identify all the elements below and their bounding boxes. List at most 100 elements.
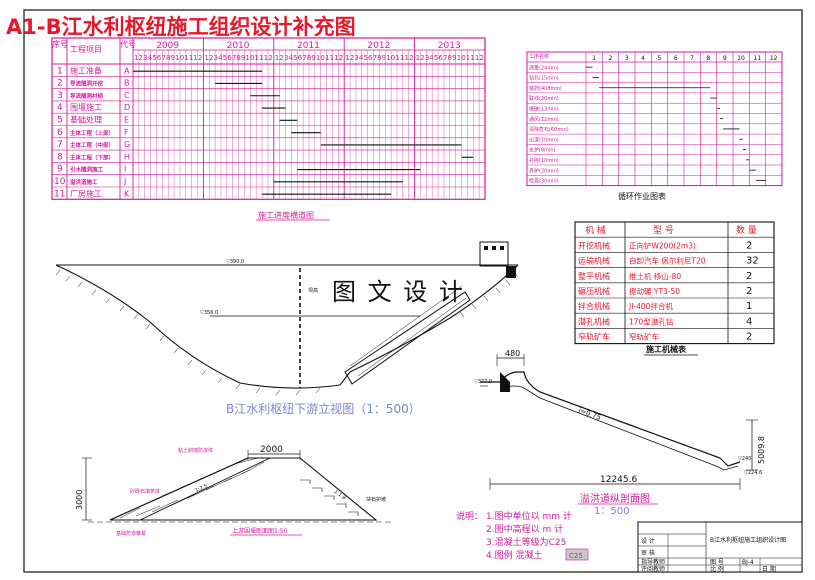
- schedule-row-name: 施工准备: [70, 65, 102, 75]
- watermark-text: 图 文 设 计: [332, 278, 465, 306]
- machine-name-cell: 整平机械: [578, 271, 610, 281]
- drawing-frame: [23, 9, 803, 573]
- cycle-row-name: 养护(20min): [529, 167, 559, 174]
- schedule-year-label: 2012: [367, 41, 390, 51]
- schedule-row-name: 围堰施工: [70, 102, 102, 112]
- spill-weir: [500, 372, 510, 392]
- cycle-row-name: 联线(20min): [529, 95, 559, 102]
- cycle-row-name: 钻孔(15min): [529, 75, 559, 82]
- schedule-caption: 施工进度横道图: [258, 210, 314, 220]
- machine-name-cell: 碾压机械: [578, 286, 610, 296]
- machine-qty-cell: 1: [746, 301, 752, 312]
- schedule-row-name: 导流隧洞衬砌: [70, 92, 104, 100]
- schedule-row-no: 4: [57, 103, 63, 113]
- schedule-month-digits: 123456789101112: [275, 53, 343, 62]
- coffer-slope-left: 1:2.5: [194, 483, 208, 494]
- schedule-month-digits: 123456789101112: [416, 53, 484, 62]
- spill-dim-length: 12245.6: [600, 475, 637, 485]
- cycle-step-label: 1: [592, 55, 596, 62]
- cycle-row-name: 衬砌(10min): [529, 157, 559, 164]
- cycle-bars: [586, 66, 766, 181]
- tb-check: 审 核: [641, 549, 655, 557]
- schedule-row-name: 主体工程（中部）: [70, 141, 114, 149]
- cycle-step-label: 11: [754, 55, 762, 62]
- schedule-year-label: 2011: [297, 41, 320, 51]
- cycle-header-label: 工序名称: [529, 53, 549, 60]
- schedule-row-code: I: [124, 165, 126, 174]
- coffer-label-right: 块石护坡: [366, 496, 386, 503]
- main-title: A1-B江水利枢纽施工组织设计补充图: [6, 15, 356, 39]
- schedule-month-digits: 123456789101112: [204, 53, 272, 62]
- machine-qty-cell: 2: [746, 240, 752, 251]
- title-block: B江水利枢纽施工组织设计图 设 计 审 核 指导教师 评阅教师 图 号 BJ-4…: [637, 521, 803, 573]
- cycle-step-label: 7: [690, 55, 694, 62]
- schedule-col-name: 工程项目: [70, 45, 102, 54]
- machine-header-cell: 机 械: [585, 224, 606, 236]
- elev-level-top: ▽390.0: [226, 259, 244, 265]
- spill-dim-height: 5009.8: [757, 436, 766, 464]
- machine-model-cell: JI-400拌合机: [628, 301, 673, 311]
- schedule-bars: [133, 70, 474, 195]
- schedule-year-label: 2013: [438, 41, 461, 51]
- coffer-dim-top: 2000: [260, 445, 283, 455]
- schedule-col-num: 序号: [52, 39, 68, 49]
- coffer-rock-steps: [300, 479, 359, 516]
- elevation-view: ▽390.0 ▽356.0 坝高 图 文 设 计 B江水利枢纽下游立视图（1：5…: [55, 241, 519, 416]
- machine-name-cell: 运输机械: [578, 256, 610, 266]
- schedule-border: [51, 37, 486, 200]
- cofferdam-section: 2000 3000 1:2.5 1:1.8 粘土斜墙防渗体 砂砾石填筑体 基础防…: [75, 445, 392, 537]
- drawing-name: B江水利枢纽施工组织设计图: [710, 536, 786, 544]
- chute-elevation-inner: [349, 285, 467, 377]
- machine-model-cell: 170型潜孔钻: [629, 316, 674, 326]
- schedule-col-code: 代号: [120, 39, 136, 49]
- notes-block: 说明： 1.图中单位以 mm 计 2.图中高程以 m 计 3.混凝土等级为C25…: [456, 510, 589, 561]
- schedule-row-name: 主体工程（上部）: [70, 129, 114, 137]
- schedule-row-name: 基础处理: [70, 115, 102, 125]
- note-item-4: 4.图例 混凝土: [486, 549, 542, 561]
- tb-scale-label: 比 例: [710, 565, 724, 573]
- machine-table: 机 械型 号数 量 开挖机械正向铲W200(2m3)2运输机械自卸汽车 佩尔利尼…: [574, 221, 775, 356]
- machine-model-cell: 窄轨矿车: [629, 332, 659, 342]
- machine-model-cell: 振动碾 YT3-50: [629, 286, 680, 296]
- spillway-caption: 溢洪道纵剖面图: [580, 492, 650, 505]
- schedule-row-code: E: [124, 116, 129, 125]
- powerhouse-window: [492, 246, 496, 250]
- schedule-row-name: 引水隧洞施工: [70, 166, 104, 174]
- valley-hatching: [55, 269, 519, 396]
- coffer-label-base: 基础防渗帷幕: [116, 530, 146, 537]
- cycle-step-label: 8: [707, 55, 711, 62]
- cofferdam-caption: 上游围堰断面图1:50: [232, 527, 288, 535]
- note-item-3: 3.混凝土等级为C25: [486, 536, 566, 548]
- schedule-row-name: 主体工程（下部）: [70, 153, 114, 161]
- cycle-row-name: 检查(30min): [529, 178, 559, 185]
- cycle-row-name: 通风(12min): [529, 116, 559, 123]
- notes-heading: 说明：: [456, 510, 483, 522]
- schedule-row-code: C: [124, 91, 130, 100]
- cycle-step-label: 10: [737, 55, 745, 62]
- powerhouse-window: [484, 246, 488, 250]
- cycle-step-label: 9: [723, 55, 727, 62]
- machine-qty-cell: 2: [746, 271, 752, 282]
- cycle-rows: 测量(24min)钻孔(15min)装药(408min)联线(20min)爆破(…: [529, 64, 569, 184]
- elev-height-label: 坝高: [308, 287, 318, 294]
- spill-lower-line: [499, 385, 739, 471]
- cycle-step-label: 3: [625, 55, 629, 62]
- cycle-grid: [526, 51, 783, 187]
- machine-name-cell: 拌合机械: [578, 301, 610, 311]
- tb-sheet-no: BJ-4: [742, 559, 754, 566]
- machine-name-cell: 窄轨矿车: [578, 332, 610, 342]
- schedule-grid: [51, 37, 486, 200]
- elevation-caption: B江水利枢纽下游立视图（1：500）: [226, 401, 421, 416]
- spill-slope: i=0.75: [577, 406, 602, 422]
- schedule-row-no: 5: [57, 116, 63, 126]
- schedule-row-code: K: [124, 189, 130, 198]
- machine-qty-cell: 2: [746, 286, 752, 297]
- schedule-row-code: B: [124, 79, 130, 88]
- cycle-step-label: 5: [658, 55, 662, 62]
- machine-model-cell: 正向铲W200(2m3): [629, 240, 696, 250]
- machine-header-cell: 数 量: [736, 224, 757, 236]
- schedule-row-no: 3: [57, 91, 63, 101]
- schedule-row-no: 6: [57, 128, 63, 138]
